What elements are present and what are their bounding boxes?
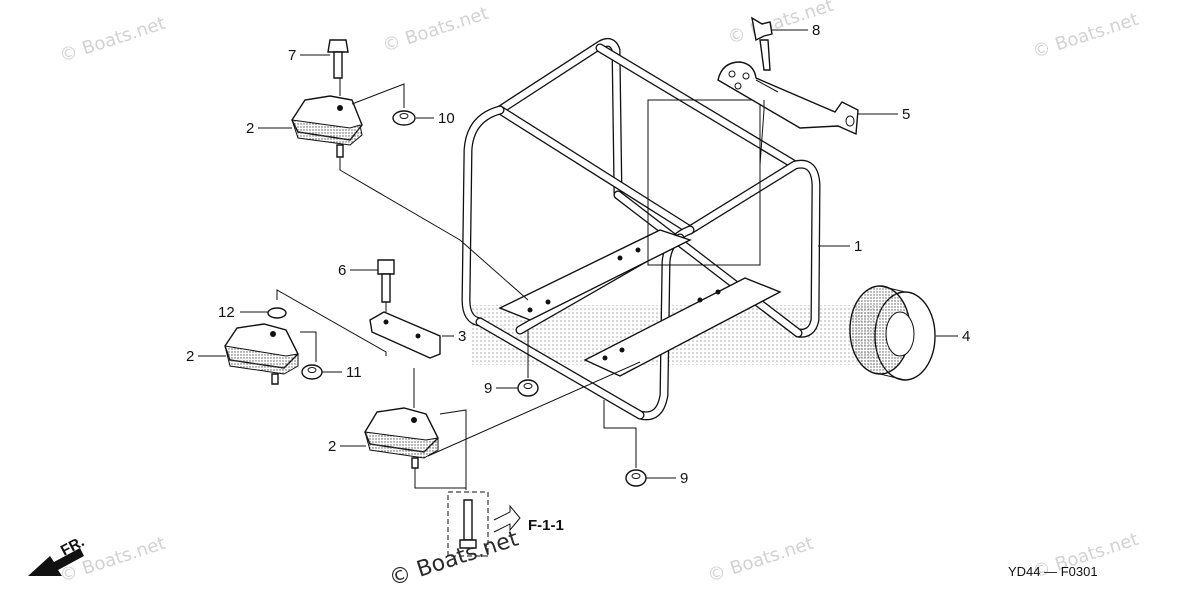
callout-1: 1 xyxy=(854,238,862,255)
callout-10: 10 xyxy=(438,110,455,127)
callout-2-top: 2 xyxy=(246,120,254,137)
bolt-6-part xyxy=(377,259,395,303)
callout-6: 6 xyxy=(338,262,346,279)
nut-10-part xyxy=(392,110,416,126)
mount-bottom-part xyxy=(364,407,439,469)
watermark-text: © Boats.net xyxy=(705,533,816,587)
callout-11: 11 xyxy=(346,364,362,381)
diagram-code: YD44 — F0301 xyxy=(1008,564,1098,579)
callout-3: 3 xyxy=(458,328,466,345)
callout-5: 5 xyxy=(902,106,910,123)
watermark-text: © Boats.net xyxy=(57,13,168,67)
reference-label: F-1-1 xyxy=(528,517,564,534)
watermarks: © Boats.net © Boats.net © Boats.net © Bo… xyxy=(57,0,1141,587)
watermark-bottom: © Boats.net xyxy=(386,526,522,591)
mount-top-part xyxy=(291,95,363,158)
nut-11-part xyxy=(301,364,323,380)
washer-12-part xyxy=(267,307,287,319)
reference-screw-box xyxy=(447,491,521,557)
watermark-text: © Boats.net xyxy=(380,3,491,57)
wheel-part xyxy=(849,285,936,381)
wing-bolt-part xyxy=(751,16,773,71)
callout-2-bottom: 2 xyxy=(328,438,336,455)
watermark-text: © Boats.net xyxy=(1030,9,1141,63)
callout-8: 8 xyxy=(812,22,820,39)
nut-9a-part xyxy=(517,379,539,397)
callout-9a: 9 xyxy=(484,380,492,397)
frame-part xyxy=(461,37,821,421)
callout-7: 7 xyxy=(288,47,296,64)
callout-4: 4 xyxy=(962,328,970,345)
stay-part xyxy=(717,61,859,136)
bolt-7-part xyxy=(327,39,349,79)
callout-12: 12 xyxy=(218,304,235,321)
callouts: 7 2 10 8 5 1 6 12 3 4 2 11 9 2 9 xyxy=(186,22,970,487)
plate-part xyxy=(369,311,441,359)
assembly-lines xyxy=(276,78,765,490)
nut-9b-part xyxy=(625,469,647,487)
callout-9b: 9 xyxy=(680,470,688,487)
mount-mid-part xyxy=(224,323,299,385)
callout-2-mid: 2 xyxy=(186,348,194,365)
